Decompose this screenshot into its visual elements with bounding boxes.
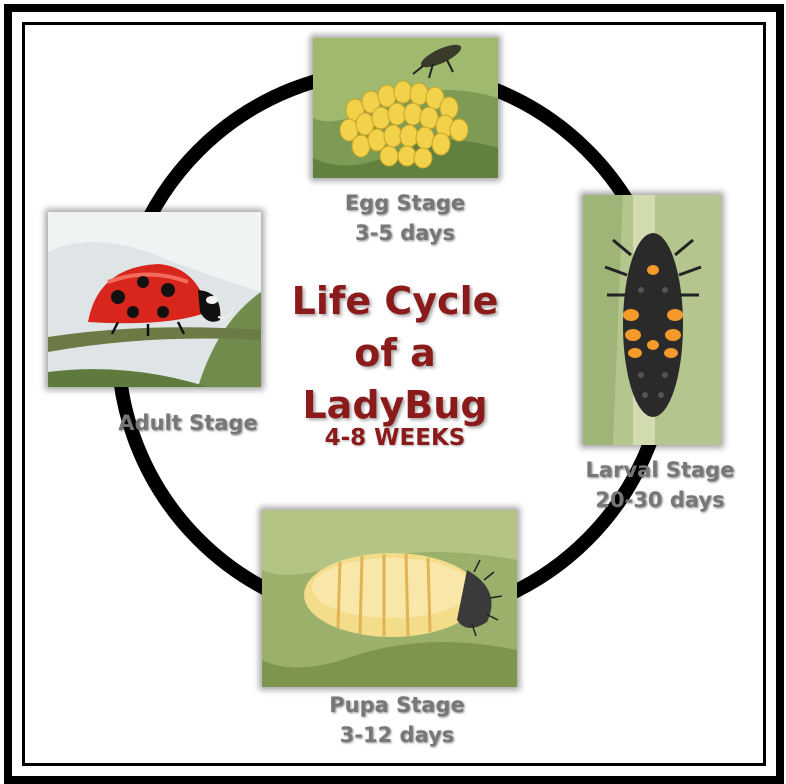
title-line-3: LadyBug (250, 379, 540, 431)
total-duration: 4-8 WEEKS (300, 425, 490, 451)
diagram-title: Life Cycle of a LadyBug (250, 275, 540, 431)
egg-stage-photo (313, 38, 498, 178)
pupa-stage-photo (262, 510, 517, 687)
egg-stage-name: Egg Stage (305, 188, 505, 218)
pupa-stage-duration: 3-12 days (297, 720, 497, 750)
title-line-2: of a (250, 327, 540, 379)
egg-stage-caption: Egg Stage 3-5 days (305, 188, 505, 248)
pupa-stage-name: Pupa Stage (297, 690, 497, 720)
pupa-stage-caption: Pupa Stage 3-12 days (297, 690, 497, 750)
larval-stage-duration: 20-30 days (565, 485, 755, 515)
title-line-1: Life Cycle (250, 275, 540, 327)
adult-stage-photo (48, 212, 261, 387)
egg-stage-duration: 3-5 days (305, 218, 505, 248)
larval-stage-photo (583, 195, 721, 445)
larval-stage-name: Larval Stage (565, 455, 755, 485)
larval-stage-caption: Larval Stage 20-30 days (565, 455, 755, 515)
